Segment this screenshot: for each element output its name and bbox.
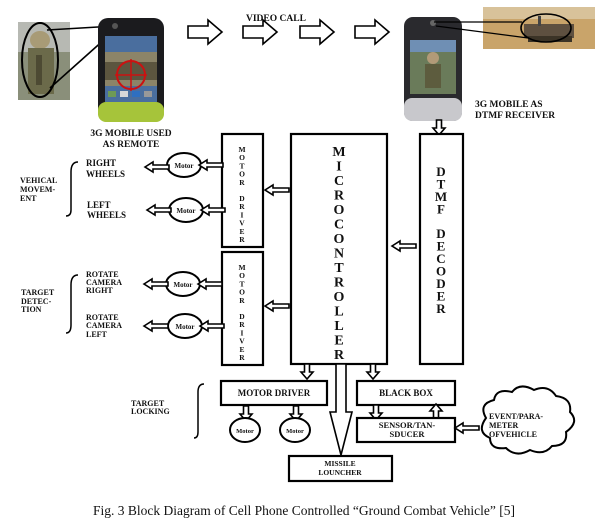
rotate-right-label-2: CAMERA [86,278,122,287]
target-detection-label-1: TARGET [21,288,55,297]
vehicle-movement-label-1: VEHICAL [20,176,57,185]
motor-lock-1: Motor [229,417,261,443]
black-box-block [355,379,457,407]
target-locking-label-1: TARGET [131,399,165,408]
motor-label: Motor [173,281,192,289]
target-detection-brace [65,274,79,334]
rotate-left-label-2: CAMERA [86,321,122,330]
motor-to-camera-arrow [143,320,169,332]
event-parameter-cloud [480,385,576,455]
missile-launcher-block [287,454,394,483]
event-label-2: METER [489,421,519,430]
sensor-label-2: SDUCER [390,429,426,439]
motor-rotate-right: Motor [165,271,201,297]
vehicle-movement-label-3: ENT [20,194,37,203]
event-label-1: EVENT/PARA- [489,412,543,421]
missile-label-2: LOUNCHER [318,468,362,477]
motor-to-wheels-arrow [144,161,170,173]
motor-label: Motor [174,162,193,170]
motor-label: Motor [176,207,195,215]
sensor-label-1: SENSOR/TAN- [379,420,436,430]
soldier-photo [18,22,116,100]
mcu-to-driver-top-arrow [264,184,290,196]
motor-label: Motor [286,428,304,435]
motor-right-wheels: Motor [166,152,202,178]
video-call-arrow-1 [187,19,223,45]
left-wheels-label-2: WHEELS [87,210,126,220]
rotate-right-label-1: ROTATE [86,270,119,279]
rotate-left-label-1: ROTATE [86,313,119,322]
motor-label: Motor [175,323,194,331]
driver-to-motor-arrow [197,278,223,290]
vehicle-photo [434,7,595,49]
receiver-phone-label-1: 3G MOBILE AS [475,100,543,110]
target-locking-brace [193,383,205,439]
dtmf-decoder-block [418,132,465,366]
vehicle-movement-brace [65,161,79,217]
mcu-to-motor-driver-arrow [300,363,314,380]
motor-to-camera-arrow [143,278,169,290]
mcu-to-black-box-arrow [366,363,380,380]
driver-to-motor-arrow [199,320,225,332]
right-wheels-label-1: RIGHT [86,158,116,168]
missile-label-1: MISSILE [324,459,355,468]
mcu-to-driver-mid-arrow [264,300,290,312]
video-call-arrow-4 [354,19,390,45]
video-call-label: VIDEO CALL [246,14,306,24]
motor-driver-bottom-label: MOTOR DRIVER [238,388,311,398]
motor-to-wheels-arrow [146,204,172,216]
target-locking-label-2: LOCKING [131,407,170,416]
motor-driver-top-block [220,132,265,249]
mcu-to-missile-arrow [328,363,354,456]
vehicle-movement-label-2: MOVEM- [20,185,55,194]
decoder-to-mcu-arrow [391,240,417,252]
rotate-right-label-3: RIGHT [86,286,113,295]
receiver-to-decoder-arrow [432,119,446,136]
target-detection-label-2: DETEC- [21,297,52,306]
target-detection-label-3: TION [21,305,42,314]
remote-phone-image [98,18,164,122]
motor-left-wheels: Motor [168,197,204,223]
left-wheels-label-1: LEFT [87,200,111,210]
figure-caption: Fig. 3 Block Diagram of Cell Phone Contr… [93,503,515,518]
motor-rotate-left: Motor [167,313,203,339]
microcontroller-block [289,132,389,366]
black-box-label: BLACK BOX [379,388,433,398]
motor-label: Motor [236,428,254,435]
right-wheels-label-2: WHEELS [86,169,125,179]
event-to-sensor-arrow [454,422,480,434]
receiver-phone-image [404,17,462,121]
driver-to-motor-arrow [198,159,224,171]
sensor-transducer-block [355,416,457,444]
event-label-3: OFVEHICLE [489,430,537,439]
motor-lock-2: Motor [279,417,311,443]
remote-phone-label-2: AS REMOTE [103,140,160,150]
rotate-left-label-3: LEFT [86,330,108,339]
motor-driver-mid-block [220,250,265,367]
remote-phone-label-1: 3G MOBILE USED [90,129,171,139]
sensor-to-black-box-arrow [429,403,443,420]
receiver-phone-label-2: DTMF RECEIVER [475,111,555,121]
motor-driver-bottom-block [219,379,329,407]
